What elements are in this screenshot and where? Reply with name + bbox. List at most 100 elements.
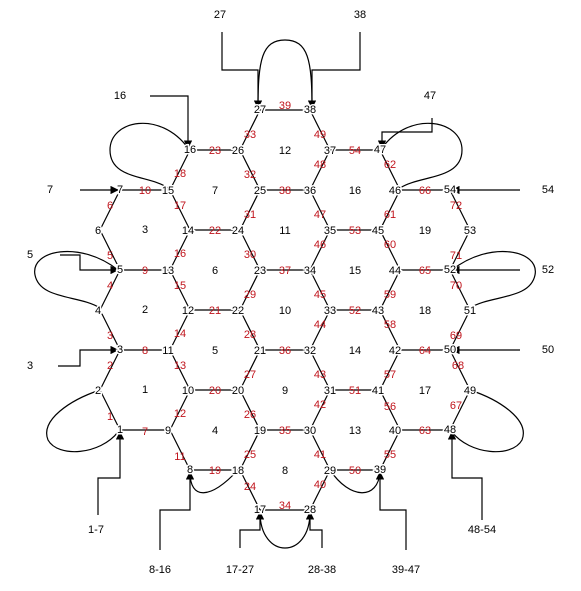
input-arrow-17-27: [239, 511, 265, 548]
edge-label: 65: [419, 265, 431, 277]
edge-label: 21: [209, 305, 221, 317]
vertex-label: 39: [374, 464, 386, 476]
edge-label: 2: [107, 360, 113, 372]
input-arrow-1-7: [97, 431, 125, 515]
face-label: 4: [212, 425, 218, 437]
hex-edge: [239, 349, 261, 391]
edge-label: 17: [174, 200, 186, 212]
hex-edge: [309, 349, 331, 391]
vertex-label: 7: [117, 184, 123, 196]
vertex-label: 35: [324, 225, 336, 237]
edge-label: 49: [314, 129, 326, 141]
vertex-label: 6: [95, 225, 101, 237]
edge-label: 32: [244, 169, 256, 181]
hex-edge: [239, 149, 261, 191]
loop-upper-right: [381, 122, 463, 189]
vertex-label: 27: [254, 104, 266, 116]
vertex-label: 18: [232, 465, 244, 477]
hex-edge: [309, 109, 331, 151]
edge-label: 57: [384, 369, 396, 381]
vertex-label: 15: [162, 185, 174, 197]
vertex-label: 42: [389, 345, 401, 357]
hex-edge: [239, 469, 261, 511]
hex-edge: [309, 229, 331, 271]
input-label-39-47: 39-47: [392, 564, 420, 576]
edge-label: 13: [174, 360, 186, 372]
vertex-label: 11: [162, 345, 173, 357]
hex-edge: [309, 189, 331, 231]
hex-edge: [169, 189, 191, 231]
input-label-54: 54: [542, 184, 554, 196]
face-label: 16: [349, 185, 361, 197]
hex-edge: [379, 429, 401, 471]
face-label: 3: [142, 224, 148, 236]
vertex-label: 51: [464, 305, 476, 317]
vertex-label: 31: [324, 385, 336, 397]
vertex-label: 23: [254, 265, 266, 277]
hex-edge: [309, 389, 331, 431]
edge-label: 20: [209, 385, 221, 397]
loop-right-mid: [451, 250, 536, 309]
edge-label: 55: [384, 449, 396, 461]
hex-edge: [99, 269, 121, 311]
hex-edge: [169, 349, 191, 391]
loop-lower-right: [451, 389, 524, 453]
hex-edge: [239, 429, 261, 471]
edge-label: 59: [384, 289, 396, 301]
vertex-label: 8: [187, 464, 193, 476]
input-arrow-38: [307, 32, 361, 109]
vertex-label: 33: [324, 305, 336, 317]
input-arrow-28-38: [305, 511, 323, 548]
edge-label: 23: [209, 145, 221, 157]
input-arrow-16: [150, 95, 193, 149]
hex-edge: [169, 149, 191, 191]
edge-label: 68: [452, 360, 464, 372]
edge-label: 3: [107, 330, 113, 342]
loop-left-mid: [34, 250, 119, 309]
input-arrow-39-47: [375, 471, 407, 550]
vertex-label: 19: [254, 425, 266, 437]
vertex-label: 47: [374, 144, 386, 156]
edge-label: 63: [419, 425, 431, 437]
face-label: 19: [419, 225, 431, 237]
vertex-label: 16: [184, 144, 196, 156]
loop-top: [257, 39, 313, 109]
edge-label: 10: [139, 185, 151, 197]
input-arrow-5: [60, 254, 119, 275]
hex-edge: [239, 189, 261, 231]
edge-label: 39: [279, 100, 291, 112]
edge-label: 19: [209, 465, 221, 477]
input-label-28-38: 28-38: [308, 564, 336, 576]
hex-edge: [379, 269, 401, 311]
vertex-label: 26: [232, 145, 244, 157]
edge-label: 37: [279, 265, 291, 277]
edge-label: 11: [174, 451, 185, 463]
vertex-label: 44: [389, 265, 401, 277]
vertex-label: 25: [254, 185, 266, 197]
vertex-label: 30: [304, 425, 316, 437]
edge-label: 30: [244, 249, 256, 261]
face-label: 10: [279, 305, 291, 317]
edge-label: 67: [450, 400, 462, 412]
edge-label: 56: [384, 401, 396, 413]
hex-edge: [239, 229, 261, 271]
face-label: 14: [349, 345, 361, 357]
edge-label: 54: [349, 145, 361, 157]
edge-label: 4: [107, 280, 113, 292]
input-arrow-48-54: [447, 431, 483, 520]
input-arrows: [58, 32, 520, 550]
edge-label: 31: [244, 209, 256, 221]
input-label-17-27: 17-27: [226, 564, 254, 576]
hex-edge: [309, 469, 331, 511]
vertex-label: 54: [444, 184, 456, 196]
edge-label: 51: [349, 385, 361, 397]
edge-label: 53: [349, 225, 361, 237]
input-label-1-7: 1-7: [88, 524, 104, 536]
vertex-label: 41: [372, 385, 384, 397]
diagram-labels: 1234567891011121314151617181920212223242…: [27, 9, 554, 576]
edge-label: 40: [314, 479, 326, 491]
vertex-label: 17: [254, 504, 266, 516]
face-label: 7: [212, 185, 218, 197]
edge-label: 1: [107, 411, 113, 423]
